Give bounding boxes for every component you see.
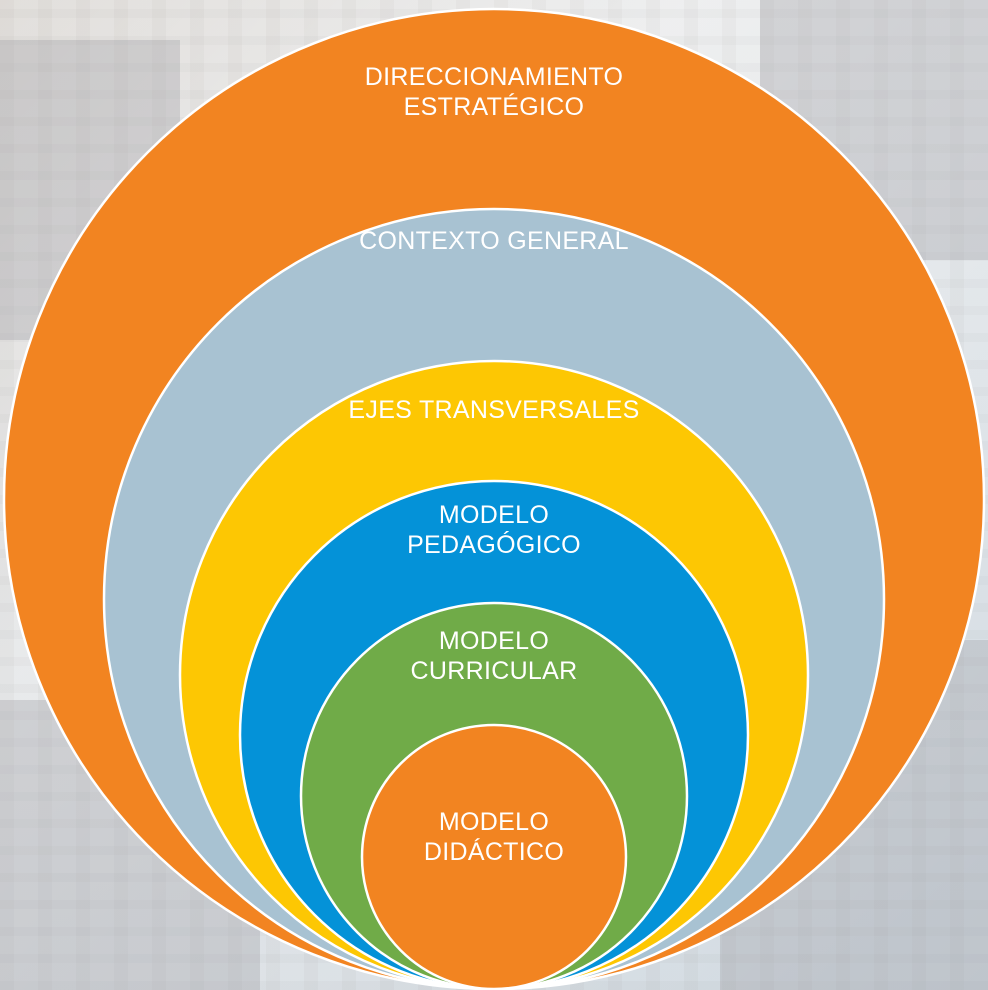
label-modelo-curricular: MODELO CURRICULAR xyxy=(410,627,578,685)
label-modelo-didactico: MODELO DIDÁCTICO xyxy=(423,808,565,866)
ring-didactico xyxy=(360,723,628,990)
label-ejes-transversales: EJES TRANSVERSALES xyxy=(348,396,640,424)
label-direccionamiento-estrategico: DIRECCIONAMIENTO ESTRATÉGICO xyxy=(364,63,624,121)
label-modelo-pedagogico: MODELO PEDAGÓGICO xyxy=(407,501,581,559)
label-contexto-general: CONTEXTO GENERAL xyxy=(359,227,629,255)
